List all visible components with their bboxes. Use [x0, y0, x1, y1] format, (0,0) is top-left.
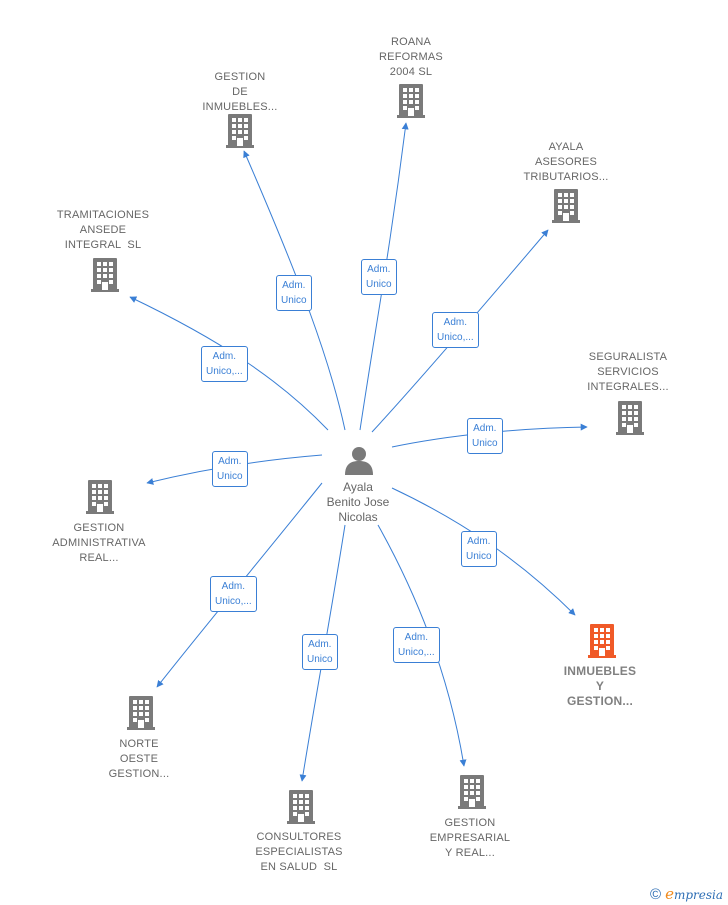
edge-label-gestion-empresarial[interactable]: Adm. Unico,...: [393, 627, 440, 663]
edge-label-line: Unico,...: [398, 647, 435, 658]
node-label-line: GESTION: [444, 817, 496, 829]
node-label-line: ANSEDE: [79, 224, 127, 236]
edge-label-inmuebles-gestion[interactable]: Adm. Unico: [461, 531, 497, 567]
node-label-line: INTEGRALES...: [587, 381, 669, 393]
person-icon[interactable]: [345, 447, 373, 475]
edge-label-gestion-inmuebles[interactable]: Adm. Unico: [276, 275, 312, 311]
edge-label-line: Unico,...: [437, 332, 474, 343]
node-label-line: Y: [595, 679, 605, 693]
building-icon[interactable]: [397, 84, 425, 118]
edge-label-line: Unico: [307, 654, 333, 665]
node-label-line: INMUEBLES...: [202, 101, 278, 113]
node-label-ayala-asesores[interactable]: AYALA ASESORES TRIBUTARIOS...: [496, 140, 636, 185]
building-icon[interactable]: [91, 258, 119, 292]
edge-label-consultores-especialistas[interactable]: Adm. Unico: [302, 634, 338, 670]
node-label-line: Y REAL...: [445, 847, 495, 859]
node-label-line: TRIBUTARIOS...: [523, 171, 609, 183]
node-label-line: GESTION: [73, 522, 125, 534]
node-label-line: ADMINISTRATIVA: [52, 537, 146, 549]
edge-label-ayala-asesores[interactable]: Adm. Unico,...: [432, 312, 479, 348]
edge-label-line: Adm.: [308, 639, 332, 650]
edge-label-line: Unico: [217, 471, 243, 482]
building-icon[interactable]: [226, 114, 254, 148]
center-name-line: Nicolas: [338, 510, 378, 524]
brand-logo: empresia: [665, 885, 724, 903]
building-icon[interactable]: [616, 401, 644, 435]
building-icon[interactable]: [588, 624, 616, 658]
edge-label-gestion-administrativa[interactable]: Adm. Unico: [212, 451, 248, 487]
node-label-gestion-empresarial[interactable]: GESTION EMPRESARIAL Y REAL...: [400, 816, 540, 861]
edge-label-line: Adm.: [212, 351, 237, 362]
node-label-gestion-administrativa[interactable]: GESTION ADMINISTRATIVA REAL...: [29, 521, 169, 566]
node-label-line: EMPRESARIAL: [429, 832, 511, 844]
edge-label-line: Unico: [366, 279, 392, 290]
edge-label-seguralista[interactable]: Adm. Unico: [467, 418, 503, 454]
node-label-line: EN SALUD SL: [260, 861, 338, 873]
building-icon[interactable]: [127, 696, 155, 730]
building-icon[interactable]: [287, 790, 315, 824]
node-label-line: REAL...: [79, 552, 119, 564]
edge-label-roana-reformas[interactable]: Adm. Unico: [361, 259, 397, 295]
edge-label-line: Unico: [466, 551, 492, 562]
node-label-line: DE: [232, 86, 248, 98]
node-label-line: INMUEBLES: [563, 664, 637, 678]
node-label-line: TRAMITACIONES: [56, 209, 150, 221]
edge-label-norte-oeste[interactable]: Adm. Unico,...: [210, 576, 257, 612]
building-icon[interactable]: [86, 480, 114, 514]
edge-label-line: Unico,...: [215, 596, 252, 607]
edge-label-line: Adm.: [473, 423, 497, 434]
node-label-line: REFORMAS: [379, 51, 443, 63]
node-label-roana-reformas[interactable]: ROANA REFORMAS 2004 SL: [341, 35, 481, 80]
node-label-line: SERVICIOS: [597, 366, 659, 378]
edge-label-line: Adm.: [367, 264, 391, 275]
node-label-line: SEGURALISTA: [588, 351, 668, 363]
node-label-line: NORTE: [119, 738, 159, 750]
node-label-consultores-especialistas[interactable]: CONSULTORES ESPECIALISTAS EN SALUD SL: [229, 830, 369, 875]
edge-label-line: Adm.: [443, 317, 468, 328]
node-label-line: ROANA: [390, 36, 432, 48]
center-name-line: Benito Jose: [326, 495, 390, 509]
node-label-line: GESTION...: [566, 694, 633, 708]
node-label-line: AYALA: [548, 141, 584, 153]
node-label-norte-oeste[interactable]: NORTE OESTE GESTION...: [69, 737, 209, 782]
building-icon[interactable]: [458, 775, 486, 809]
edge-label-line: Adm.: [404, 632, 429, 643]
node-label-seguralista[interactable]: SEGURALISTA SERVICIOS INTEGRALES...: [558, 350, 698, 395]
footer-brand[interactable]: © empresia: [650, 885, 723, 903]
node-label-line: INTEGRAL SL: [64, 239, 142, 251]
node-label-line: GESTION: [214, 71, 266, 83]
node-label-line: GESTION...: [108, 768, 170, 780]
node-label-line: OESTE: [119, 753, 159, 765]
edge-label-line: Unico: [281, 295, 307, 306]
center-person-name[interactable]: Ayala Benito Jose Nicolas: [298, 480, 418, 525]
edge-label-line: Adm.: [221, 581, 246, 592]
edge-label-line: Adm.: [282, 280, 306, 291]
node-label-line: CONSULTORES: [256, 831, 342, 843]
copyright-icon: ©: [650, 885, 662, 903]
node-label-line: ASESORES: [534, 156, 598, 168]
edge-label-tramitaciones-ansede[interactable]: Adm. Unico,...: [201, 346, 248, 382]
edge-label-line: Adm.: [218, 456, 242, 467]
building-icon[interactable]: [552, 189, 580, 223]
node-label-tramitaciones-ansede[interactable]: TRAMITACIONES ANSEDE INTEGRAL SL: [33, 208, 173, 253]
node-label-gestion-inmuebles[interactable]: GESTION DE INMUEBLES...: [170, 70, 310, 115]
edge-label-line: Unico: [472, 438, 498, 449]
node-label-line: ESPECIALISTAS: [255, 846, 343, 858]
node-label-line: 2004 SL: [389, 66, 433, 78]
edge-label-line: Adm.: [467, 536, 491, 547]
edge-label-line: Unico,...: [206, 366, 243, 377]
edge-gestion-inmuebles: [243, 150, 346, 431]
center-name-line: Ayala: [343, 480, 373, 494]
